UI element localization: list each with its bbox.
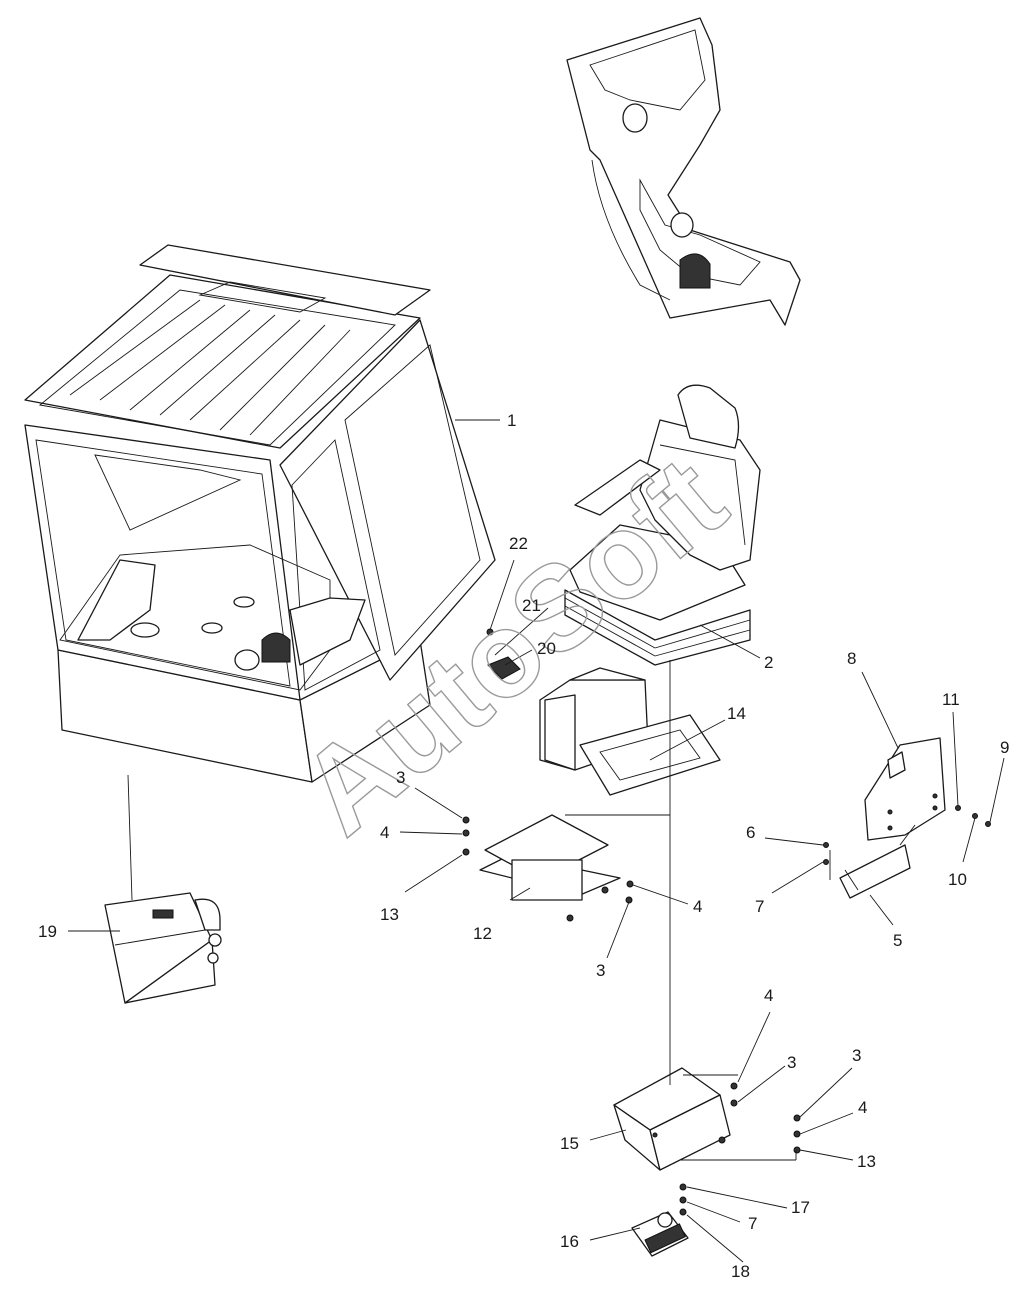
unit-16 bbox=[631, 1211, 689, 1257]
callout-4: 4 bbox=[858, 1098, 867, 1117]
callout-6: 6 bbox=[746, 823, 755, 842]
cab-frame bbox=[24, 244, 496, 783]
callout-8: 8 bbox=[847, 649, 856, 668]
callout-1: 1 bbox=[507, 411, 516, 430]
callout-19: 19 bbox=[38, 922, 57, 941]
callout-11: 11 bbox=[942, 690, 960, 709]
battery-box bbox=[539, 667, 721, 796]
callout-10: 10 bbox=[948, 870, 967, 889]
callout-16: 16 bbox=[560, 1232, 579, 1251]
seat bbox=[564, 384, 761, 666]
callout-17: 17 bbox=[791, 1198, 810, 1217]
callout-21: 21 bbox=[522, 596, 541, 615]
box-15 bbox=[613, 1067, 731, 1171]
callout-13: 13 bbox=[380, 905, 399, 924]
heater-unit bbox=[104, 892, 222, 1004]
callout-20: 20 bbox=[537, 639, 556, 658]
callout-5: 5 bbox=[893, 931, 902, 950]
callout-2: 2 bbox=[764, 653, 773, 672]
callout-18: 18 bbox=[731, 1262, 750, 1281]
callout-15: 15 bbox=[560, 1134, 579, 1153]
callout-7: 7 bbox=[748, 1214, 757, 1233]
callout-9: 9 bbox=[1000, 738, 1009, 757]
callout-4: 4 bbox=[764, 986, 773, 1005]
callout-12: 12 bbox=[473, 924, 492, 943]
callout-3: 3 bbox=[852, 1046, 861, 1065]
callout-4: 4 bbox=[380, 823, 389, 842]
callout-22: 22 bbox=[509, 534, 528, 553]
callout-13: 13 bbox=[857, 1152, 876, 1171]
callout-3: 3 bbox=[787, 1053, 796, 1072]
mount-plate bbox=[479, 814, 621, 922]
callout-14: 14 bbox=[727, 704, 746, 723]
callout-labels: 1 2 3 4 13 12 4 3 22 21 20 14 8 11 9 10 … bbox=[38, 411, 1009, 1281]
bracket-5 bbox=[839, 844, 911, 899]
side-panel bbox=[566, 17, 801, 326]
leader-lines bbox=[68, 419, 1005, 1263]
callout-3: 3 bbox=[596, 961, 605, 980]
callout-3: 3 bbox=[396, 768, 405, 787]
bracket-8 bbox=[864, 737, 946, 841]
fasteners bbox=[462, 628, 991, 1216]
callout-7: 7 bbox=[755, 897, 764, 916]
callout-4: 4 bbox=[693, 897, 702, 916]
